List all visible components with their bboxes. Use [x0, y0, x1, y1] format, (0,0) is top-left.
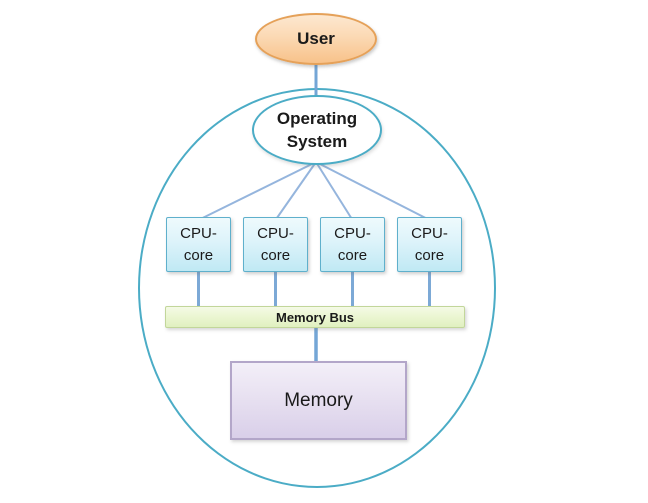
- node-user: User: [255, 13, 377, 65]
- node-cpu-core-2-label-line2: core: [260, 246, 291, 264]
- node-memory-bus-label: Memory Bus: [275, 309, 355, 325]
- node-memory: Memory: [230, 361, 407, 440]
- node-cpu-core-3-label-line1: CPU-: [334, 224, 371, 242]
- node-user-label: User: [297, 29, 335, 48]
- edge-os-cpu-core-2: [274, 161, 317, 221]
- node-cpu-core-1-label-line2: core: [183, 246, 214, 264]
- node-cpu-core-2: CPU- core: [243, 217, 308, 272]
- node-cpu-core-2-label-line1: CPU-: [257, 224, 294, 242]
- node-cpu-core-4: CPU- core: [397, 217, 462, 272]
- node-operating-system: Operating System: [252, 95, 382, 165]
- edge-os-cpu-core-1: [198, 161, 317, 221]
- edge-os-cpu-core-3: [315, 161, 354, 221]
- node-cpu-core-4-label-line1: CPU-: [411, 224, 448, 242]
- edge-os-cpu-core-4: [315, 161, 430, 221]
- node-memory-label: Memory: [284, 389, 353, 411]
- node-cpu-core-4-label-line2: core: [414, 246, 445, 264]
- node-cpu-core-1-label-line1: CPU-: [180, 224, 217, 242]
- node-os-label-line2: System: [286, 132, 348, 151]
- node-cpu-core-3: CPU- core: [320, 217, 385, 272]
- node-memory-bus: Memory Bus: [165, 306, 465, 328]
- node-cpu-core-1: CPU- core: [166, 217, 231, 272]
- node-os-label-line1: Operating: [276, 109, 358, 128]
- node-cpu-core-3-label-line2: core: [337, 246, 368, 264]
